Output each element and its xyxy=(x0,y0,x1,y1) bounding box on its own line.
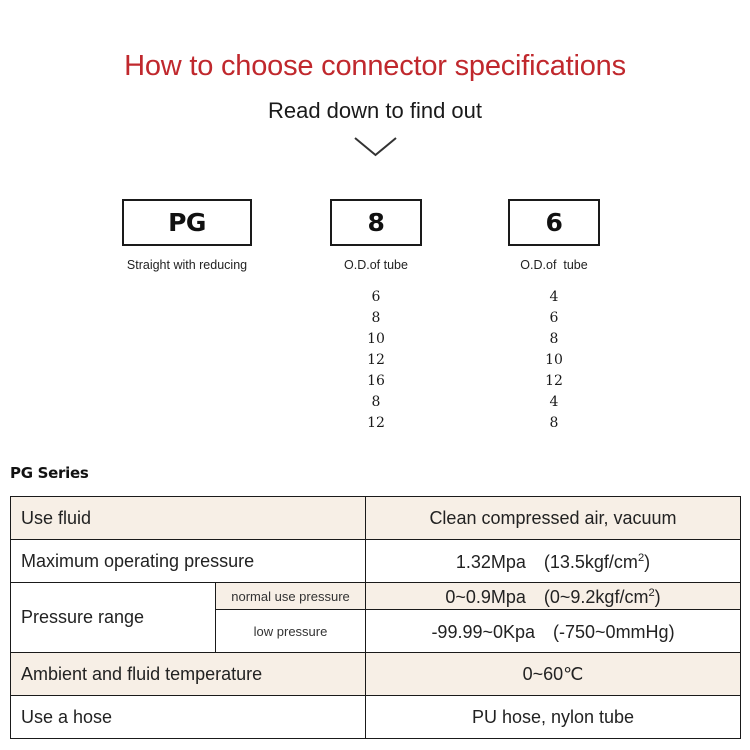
spec-value-max-pressure-tail: ) xyxy=(644,552,651,572)
page-title: How to choose connector specifications xyxy=(124,50,626,82)
table-row: Use fluid Clean compressed air, vacuum xyxy=(10,496,741,540)
spec-value-max-pressure: 1.32Mpa (13.5kgf/cm2) xyxy=(365,539,741,583)
spec-box-od-first[interactable]: 8 xyxy=(330,199,422,246)
list-item: 8 xyxy=(549,331,559,347)
od-second-value-list: 4 6 8 10 12 4 8 xyxy=(498,287,610,434)
spec-value-use-fluid: Clean compressed air, vacuum xyxy=(365,496,741,540)
list-item: 12 xyxy=(367,352,385,368)
spec-label-use-hose: Use a hose xyxy=(10,695,366,739)
list-item: 10 xyxy=(367,331,385,347)
table-row: Pressure range normal use pressure 0~0.9… xyxy=(10,582,741,653)
chevron-down-icon xyxy=(353,136,398,158)
list-item: 12 xyxy=(367,415,385,431)
spec-sublabel-normal-use-pressure: normal use pressure xyxy=(215,582,366,610)
spec-box-series-code: PG xyxy=(168,208,206,237)
list-item: 6 xyxy=(371,289,381,305)
spec-box-series[interactable]: PG xyxy=(122,199,252,246)
spec-value-normal-use-pressure-tail: ) xyxy=(654,587,661,607)
list-item: 10 xyxy=(545,352,563,368)
spec-label-temperature: Ambient and fluid temperature xyxy=(10,652,366,696)
spec-value-normal-use-pressure: 0~0.9Mpa (0~9.2kgf/cm2) xyxy=(365,582,741,610)
spec-label-od-second: O.D.of tube xyxy=(520,258,588,272)
spec-value-normal-use-pressure-sup: 2 xyxy=(648,587,655,599)
spec-box-od-first-code: 8 xyxy=(367,208,385,237)
spec-label-pressure-range: Pressure range xyxy=(10,582,216,653)
spec-label-series: Straight with reducing xyxy=(126,258,248,272)
table-row: Ambient and fluid temperature 0~60℃ xyxy=(10,652,741,696)
page-subtitle: Read down to find out xyxy=(267,98,483,123)
spec-value-max-pressure-sup: 2 xyxy=(637,552,645,564)
spec-value-max-pressure-text: 1.32Mpa (13.5kgf/cm xyxy=(455,552,638,572)
table-row: Maximum operating pressure 1.32Mpa (13.5… xyxy=(10,539,741,583)
list-item: 8 xyxy=(549,415,559,431)
spec-label-use-fluid: Use fluid xyxy=(10,496,366,540)
spec-label-od-first: O.D.of tube xyxy=(344,258,408,272)
od-first-value-list: 6 8 10 12 16 8 12 xyxy=(320,287,432,434)
spec-value-low-pressure: -99.99~0Kpa (-750~0mmHg) xyxy=(365,609,741,653)
list-item: 12 xyxy=(545,373,563,389)
list-item: 8 xyxy=(371,310,381,326)
spec-label-max-pressure: Maximum operating pressure xyxy=(10,539,366,583)
spec-series-heading: PG Series xyxy=(10,464,89,482)
spec-box-od-second[interactable]: 6 xyxy=(508,199,600,246)
spec-value-temperature: 0~60℃ xyxy=(365,652,741,696)
list-item: 6 xyxy=(549,310,559,326)
table-row: Use a hose PU hose, nylon tube xyxy=(10,695,741,739)
list-item: 4 xyxy=(549,394,559,410)
spec-sublabel-low-pressure: low pressure xyxy=(215,609,366,653)
spec-table: Use fluid Clean compressed air, vacuum M… xyxy=(10,496,741,739)
list-item: 16 xyxy=(367,373,385,389)
spec-value-use-hose: PU hose, nylon tube xyxy=(365,695,741,739)
spec-box-od-second-code: 6 xyxy=(545,208,563,237)
list-item: 4 xyxy=(549,289,559,305)
list-item: 8 xyxy=(371,394,381,410)
spec-value-normal-use-pressure-text: 0~0.9Mpa (0~9.2kgf/cm xyxy=(445,587,649,607)
